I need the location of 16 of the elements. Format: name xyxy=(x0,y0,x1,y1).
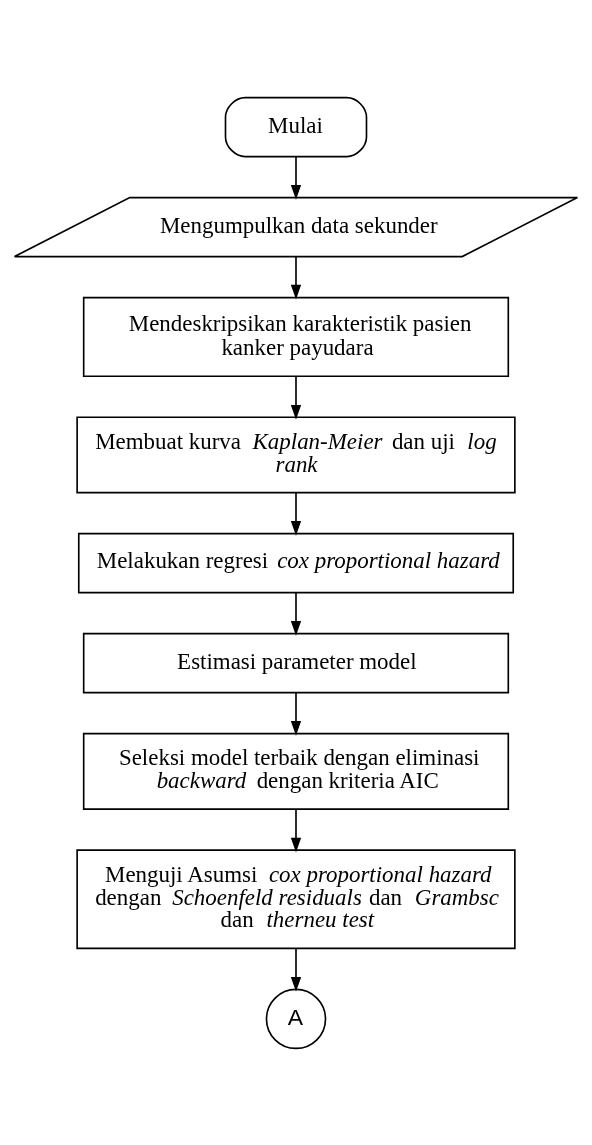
arrow xyxy=(290,947,302,992)
node-box: Membuat kurva Kaplan-Meier dan uji log rank xyxy=(76,415,516,493)
arrow xyxy=(290,155,302,200)
node-box: Mulai xyxy=(224,96,368,157)
node-box: Menguji Asumsi cox proportional hazard dengan Schoenfeld residuals dan Grambsc dan therneu test xyxy=(76,848,516,949)
node-circle: A xyxy=(265,988,327,1049)
node-box: Estimasi parameter model xyxy=(82,632,510,693)
node-box: Seleksi model terbaik dengan eliminasi backward dengan kriteria AIC xyxy=(82,732,510,810)
arrow xyxy=(290,808,302,853)
arrow xyxy=(290,691,302,736)
node-box: Mendeskripsikan karakteristik pasien kanker payudara xyxy=(82,296,510,377)
arrow xyxy=(290,591,302,636)
arrow xyxy=(290,491,302,536)
arrow xyxy=(290,375,302,420)
arrow xyxy=(290,255,302,300)
node-box: Melakukan regresi cox proportional hazard xyxy=(77,532,515,593)
